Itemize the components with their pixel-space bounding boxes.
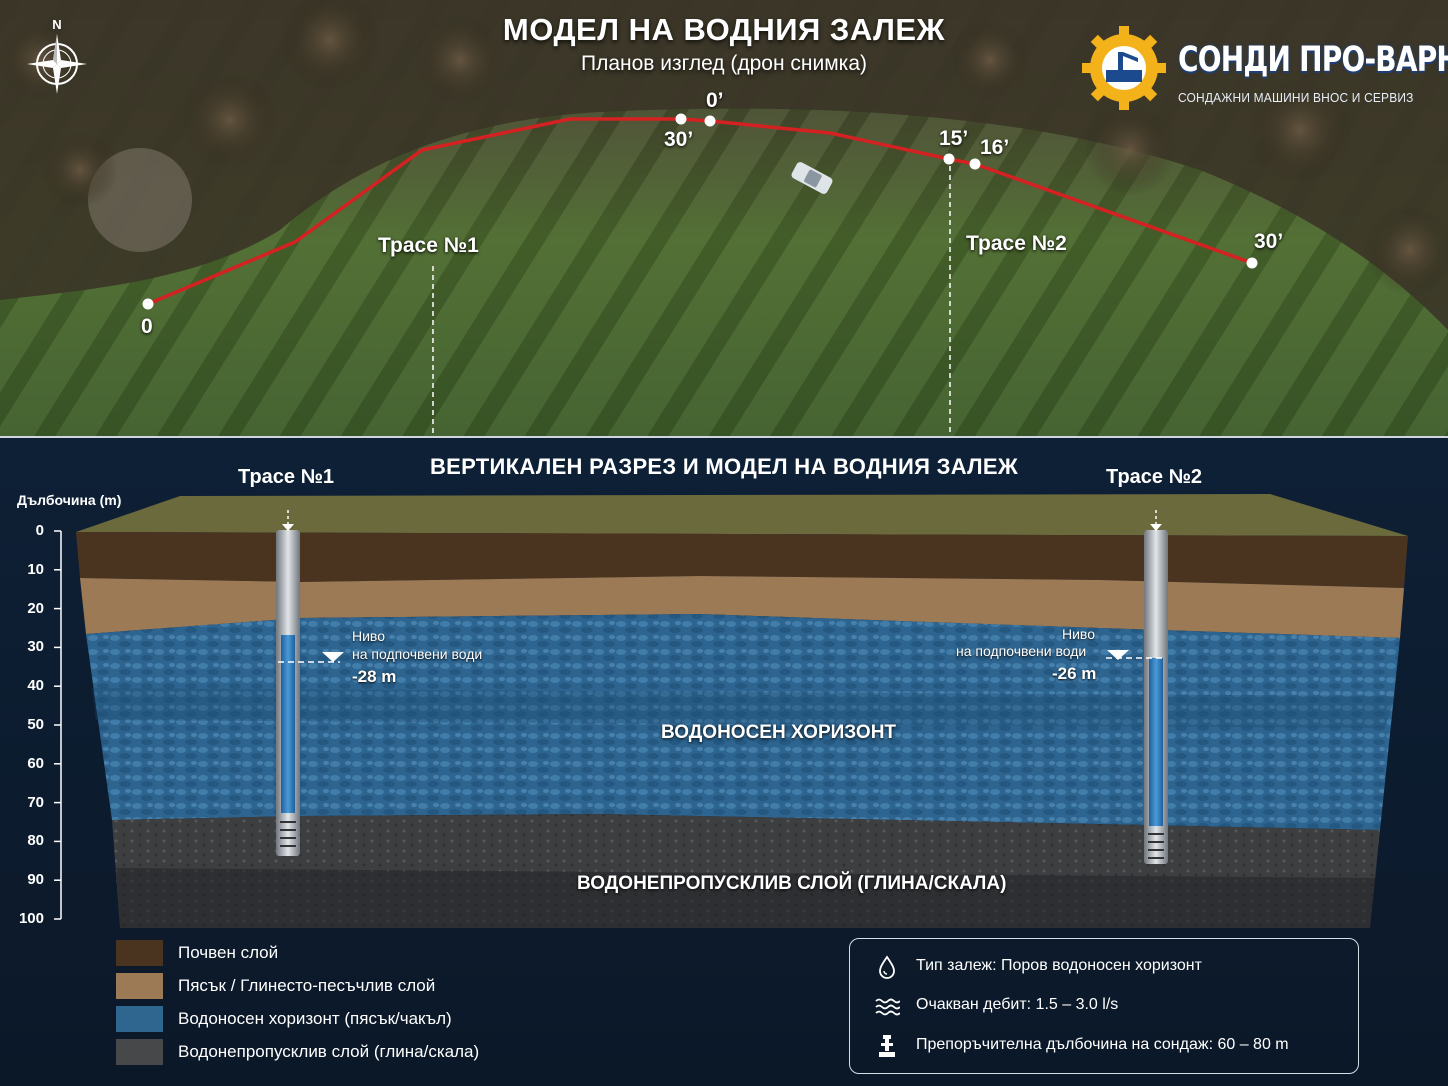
survey-point-0 xyxy=(142,298,154,310)
water-level-value: -28 m xyxy=(352,667,397,686)
water-drop-icon xyxy=(879,955,895,979)
depth-tick: 40 xyxy=(27,677,44,695)
info-text: Очакван дебит: 1.5 – 3.0 l/s xyxy=(916,996,1119,1013)
water-level-label: на подпочвени води xyxy=(956,643,1087,659)
aquifer-layer xyxy=(86,614,1400,830)
legend-swatch xyxy=(116,1039,163,1065)
depth-tick: 0 xyxy=(35,522,44,539)
plan-title: МОДЕЛ НА ВОДНИЯ ЗАЛЕЖ xyxy=(502,12,946,47)
depth-tick: 70 xyxy=(27,793,44,811)
survey-point-30a xyxy=(675,113,687,125)
trace-1-label: Трасе №1 xyxy=(378,234,479,257)
forest-area xyxy=(0,0,1448,330)
depth-tick: 60 xyxy=(27,754,44,772)
compass-rose-icon: N xyxy=(26,16,88,96)
water-level-label: Ниво xyxy=(1062,626,1095,642)
aquifer-band xyxy=(92,688,1395,728)
depth-axis-title: Дълбочина (m) xyxy=(17,492,122,508)
well-trace-2 xyxy=(1106,510,1168,864)
depth-tick: 90 xyxy=(27,871,44,889)
logo-company-name: СОНДИ ПРО-ВАРНА xyxy=(1178,40,1448,80)
trace-2-section-label: Трасе №2 xyxy=(1106,466,1203,488)
logo-tagline: СОНДАЖНИ МАШИНИ ВНОС И СЕРВИЗ xyxy=(1178,90,1414,105)
point-label: 30’ xyxy=(664,128,694,151)
well-trace-1 xyxy=(276,510,344,856)
tree-canopies xyxy=(0,0,1448,296)
info-box: Тип залеж: Поров водоносен хоризонт Очак… xyxy=(849,938,1359,1074)
legend-label: Пясък / Глинесто-песъчлив слой xyxy=(178,976,436,995)
survey-points xyxy=(142,113,1258,310)
trace-1-section-label: Трасе №1 xyxy=(238,466,335,488)
legend-swatch xyxy=(116,1006,163,1032)
legend-label: Водонепропусклив слой (глина/скала) xyxy=(178,1042,480,1061)
geological-block-diagram xyxy=(54,494,1408,928)
vertical-section-panel: ВЕРТИКАЛЕН РАЗРЕЗ И МОДЕЛ НА ВОДНИЯ ЗАЛЕ… xyxy=(0,436,1448,1086)
survey-point-0b xyxy=(704,115,716,127)
section-title: ВЕРТИКАЛЕН РАЗРЕЗ И МОДЕЛ НА ВОДНИЯ ЗАЛЕ… xyxy=(429,454,1019,479)
depth-tick: 20 xyxy=(27,599,44,617)
legend-label: Почвен слой xyxy=(178,943,279,962)
gear-excavator-icon xyxy=(1082,26,1166,110)
depth-tick: 100 xyxy=(18,910,44,927)
depth-tick: 80 xyxy=(27,832,44,850)
legend-label: Водоносен хоризонт (пясък/чакъл) xyxy=(178,1009,452,1028)
survey-route-line xyxy=(147,117,1253,306)
survey-point-16 xyxy=(969,158,981,170)
impermeable-lower-shade xyxy=(116,868,1375,928)
trace-2-label: Трасе №2 xyxy=(966,232,1067,255)
water-level-label: Ниво xyxy=(352,628,385,644)
compass-north-letter: N xyxy=(52,17,61,32)
info-text: Препоръчителна дълбочина на сондаж: 60 –… xyxy=(916,1036,1289,1053)
ground-surface xyxy=(76,494,1408,536)
depth-axis-ticks xyxy=(54,530,61,920)
point-label: 30’ xyxy=(1254,230,1284,253)
depth-tick: 10 xyxy=(27,560,44,578)
legend-swatch xyxy=(116,940,163,966)
drone-plan-view: МОДЕЛ НА ВОДНИЯ ЗАЛЕЖ Планов изглед (дро… xyxy=(0,0,1448,436)
point-label: 0’ xyxy=(706,89,724,112)
info-text: Тип залеж: Поров водоносен хоризонт xyxy=(916,957,1202,974)
vehicle xyxy=(791,162,833,194)
waves-icon xyxy=(875,998,900,1016)
company-logo: СОНДИ ПРО-ВАРНА СОНДАЖНИ МАШИНИ ВНОС И С… xyxy=(1080,26,1448,110)
survey-point-30b xyxy=(1246,257,1258,269)
depth-tick: 50 xyxy=(27,716,44,733)
point-label: 0 xyxy=(141,315,153,338)
soil-layer xyxy=(76,532,1408,588)
water-level-label: на подпочвени води xyxy=(352,646,483,662)
sand-layer xyxy=(80,576,1404,638)
plan-view-graphic xyxy=(0,0,1448,436)
depth-tick: 30 xyxy=(27,638,44,656)
point-label: 16’ xyxy=(980,136,1010,159)
water-level-value: -26 m xyxy=(1052,664,1097,683)
impermeable-zone-label: ВОДОНЕПРОПУСКЛИВ СЛОЙ (ГЛИНА/СКАЛА) xyxy=(577,873,1007,894)
point-label: 15’ xyxy=(939,127,969,150)
aquifer-zone-label: ВОДОНОСЕН ХОРИЗОНТ xyxy=(661,722,897,743)
plan-subtitle: Планов изглед (дрон снимка) xyxy=(580,52,868,75)
survey-point-15 xyxy=(943,153,955,165)
drill-rig-icon xyxy=(879,1035,895,1057)
legend-swatch xyxy=(116,973,163,999)
